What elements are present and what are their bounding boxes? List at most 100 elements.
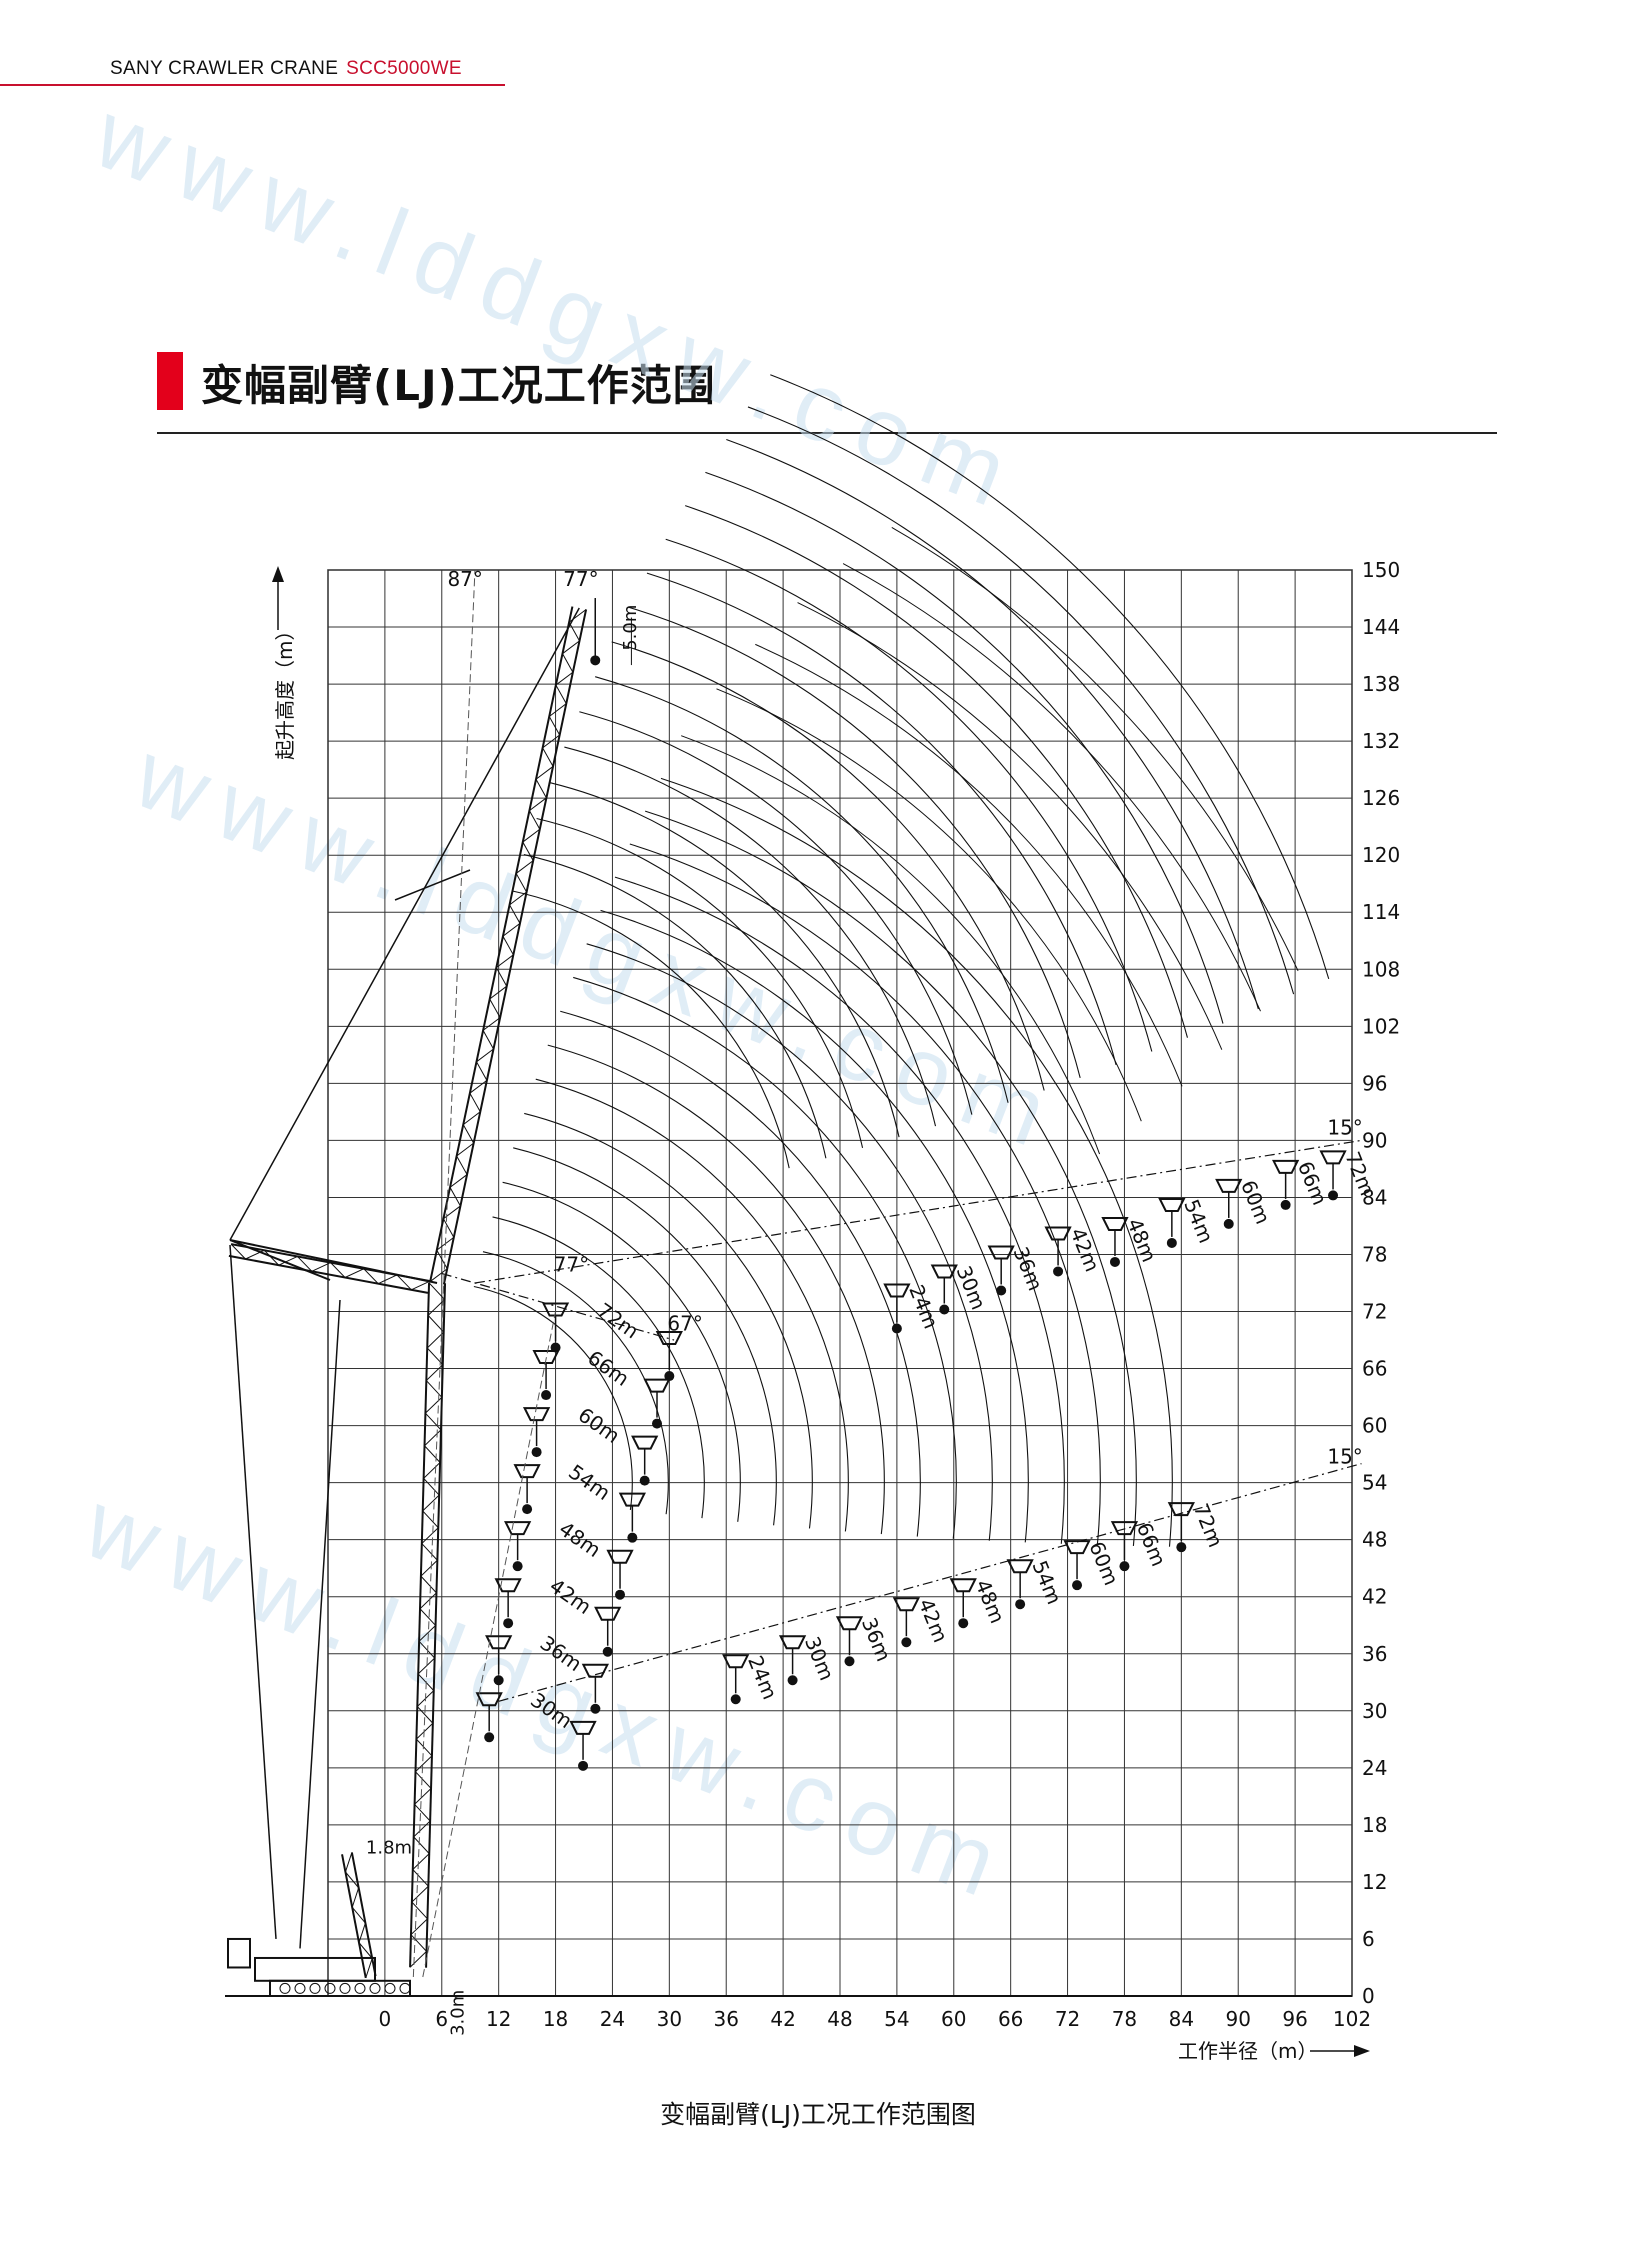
y-axis-label: 起升高度（m） [273,621,297,760]
hook-block-icon [655,1331,683,1382]
pulley-head [930,1264,958,1279]
y-tick-label: 90 [1362,1128,1387,1152]
lifting-arc [644,810,1137,1546]
pulley-head [1319,1150,1347,1165]
hook [901,1637,912,1648]
pulley-head [606,1549,634,1564]
title-accent-bar [157,352,183,410]
lifting-arc [492,1216,705,1519]
x-tick-label: 96 [1282,2007,1307,2031]
y-tick-label: 60 [1362,1414,1387,1438]
jib-length-label: 54m [1179,1196,1218,1247]
hook [493,1675,504,1686]
pulley-head [722,1654,750,1669]
x-tick-label: 84 [1169,2007,1194,2031]
hook-block-icon [987,1245,1015,1296]
y-tick-label: 18 [1362,1813,1387,1837]
x-tick-label: 60 [941,2007,966,2031]
jib-length-label: 30m [526,1688,577,1733]
pulley-head [581,1663,609,1678]
hook [730,1694,741,1705]
mast-chord [350,1852,377,1977]
lifting-arc [560,1010,921,1537]
lifting-arc [660,777,1173,1547]
pulley-head [504,1521,532,1536]
hook [1328,1190,1339,1201]
lifting-arc [891,527,1299,972]
jib-length-label: 24m [743,1652,782,1703]
hook-block-icon [1319,1150,1347,1201]
hook [891,1323,902,1334]
pulley-head [1006,1559,1034,1574]
y-axis-arrowhead [272,566,284,582]
y-tick-label: 36 [1362,1642,1387,1666]
jib-length-label: 72m [1189,1500,1228,1551]
y-tick-label: 150 [1362,558,1400,582]
hook [602,1646,613,1657]
hook [550,1342,561,1353]
hook [844,1656,855,1667]
x-tick-label: 72 [1055,2007,1080,2031]
lifting-arc [665,538,1153,1052]
lifting-arc [770,374,1330,980]
lifting-arc [595,676,1009,1103]
hook [1015,1599,1026,1610]
hook [652,1418,663,1429]
track-roller [399,1982,411,1994]
hook [1166,1237,1177,1248]
hook [1280,1199,1291,1210]
lifting-arc [502,1181,741,1522]
hook-block-icon [1167,1502,1195,1553]
jib-length-label: 24m [904,1281,943,1332]
hook [1109,1256,1120,1267]
hook-block-icon [1044,1226,1072,1277]
lifting-arc [523,854,827,1159]
hook-block-icon [930,1264,958,1315]
angle-ref-line [474,1139,1362,1284]
y-tick-label: 102 [1362,1014,1400,1038]
pulley-head [1167,1502,1195,1517]
y-tick-label: 66 [1362,1357,1387,1381]
y-tick-label: 96 [1362,1071,1387,1095]
pulley-head [949,1578,977,1593]
backstay [299,1299,341,1949]
hook [541,1390,552,1401]
x-tick-label: 12 [486,2007,511,2031]
jib-length-label: 48m [1122,1215,1161,1266]
y-tick-label: 30 [1362,1699,1387,1723]
crane-silhouette [227,598,632,1997]
pulley-head [1044,1226,1072,1241]
hook [512,1561,523,1572]
hook [1223,1218,1234,1229]
jib-length-label: 66m [583,1345,634,1390]
y-tick-label: 0 [1362,1984,1375,2008]
jib-pendant [229,607,580,1241]
y-tick-label: 24 [1362,1756,1387,1780]
hook [1119,1561,1130,1572]
hook-block-icon [892,1597,920,1648]
lifting-arc [716,688,1142,1122]
dimension-label: 5.0m [620,605,641,651]
angle-ref-line [422,1311,557,1978]
track-roller [384,1982,396,1994]
lifting-arc [482,1251,669,1515]
hook-block-icon [1110,1521,1139,1572]
hook-block-icon [618,1492,646,1543]
pulley-head [987,1245,1015,1260]
angle-label: 15° [1327,1445,1362,1469]
mast-chord [341,1854,367,1979]
pulley-head [1110,1521,1139,1536]
lifting-arc [614,876,1065,1544]
y-tick-label: 72 [1362,1300,1387,1324]
jib-length-label: 48m [971,1576,1010,1627]
pulley-head [475,1692,503,1707]
y-tick-label: 6 [1362,1927,1375,1951]
jib-length-label: 42m [914,1595,953,1646]
track-roller [279,1982,291,1994]
pulley-head [1215,1178,1243,1193]
hook [578,1760,589,1771]
x-tick-label: 66 [998,2007,1023,2031]
hook [484,1732,495,1743]
angle-label: 15° [1327,1116,1362,1140]
